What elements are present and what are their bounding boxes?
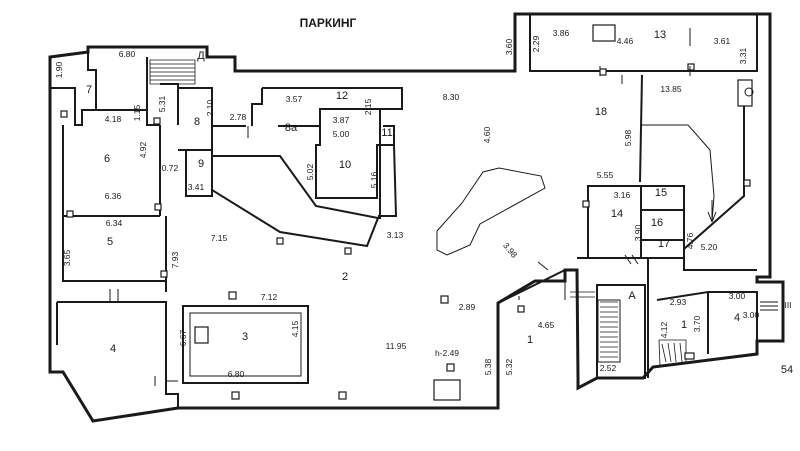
- dimension-d18: 5.02: [305, 163, 315, 180]
- plan-title: ПАРКИНГ: [300, 16, 357, 30]
- interior-walls: [50, 14, 758, 409]
- dimension-d51: 3.70: [692, 315, 702, 332]
- stair-hatching: [149, 59, 687, 367]
- dimension-d23: 7.93: [170, 251, 180, 268]
- dimension-d16: 3.87: [333, 115, 350, 125]
- room-number-r3: 3: [242, 331, 248, 343]
- dimension-d29: 6.80: [228, 369, 245, 379]
- room-number-r4a: 4: [110, 343, 116, 355]
- dimension-d26: 7.12: [261, 292, 278, 302]
- dimension-d50: 4.12: [659, 321, 669, 338]
- dimension-d32: 2.89: [459, 302, 476, 312]
- dimension-d11: 2.10: [205, 99, 215, 116]
- dimension-d30: 11.95: [386, 341, 407, 351]
- room-number-r13: 13: [654, 29, 666, 41]
- dimension-d20: 8.30: [443, 92, 460, 102]
- dimension-d28: 6.67: [178, 329, 188, 346]
- dimension-d52: 3.00: [729, 291, 746, 301]
- dimension-d21: 4.60: [482, 126, 492, 143]
- dimension-d41: 3.31: [738, 47, 748, 64]
- dimension-d47: 4.76: [685, 232, 695, 249]
- dimension-d19: 5.16: [369, 171, 379, 188]
- dimension-d49: 2.93: [670, 297, 687, 307]
- dimension-d35: 4.65: [538, 320, 555, 330]
- dimension-d4: 1.15: [132, 104, 142, 121]
- room-number-r12: 12: [336, 90, 348, 102]
- dimension-d36: 3.60: [504, 38, 514, 55]
- dimension-d5: 4.18: [105, 114, 122, 124]
- dimension-d45: 3.16: [614, 190, 631, 200]
- room-number-r1: 1: [527, 334, 533, 346]
- dimension-d1: 6.80: [119, 49, 136, 59]
- room-number-r6: 6: [104, 153, 110, 165]
- dimension-d33: 5.38: [483, 358, 493, 375]
- dimension-d40: 3.61: [714, 36, 731, 46]
- dimension-d7: 0.72: [162, 163, 179, 173]
- dimension-d34: 5.32: [504, 358, 514, 375]
- dimension-d15: 2.15: [363, 98, 373, 115]
- dimension-d22: 7.15: [211, 233, 228, 243]
- dimension-d31: h-2.49: [435, 348, 459, 358]
- dimension-d53: 3.00: [743, 310, 760, 320]
- room-number-r15: 15: [655, 187, 667, 199]
- dimension-d42: 13.85: [660, 84, 682, 94]
- dimension-d10: 3.65: [62, 249, 72, 266]
- dimension-d48: 5.20: [701, 242, 718, 252]
- dimension-d14: 3.57: [286, 94, 303, 104]
- dimension-d3: 5.31: [157, 95, 167, 112]
- room-number-r18: 18: [595, 106, 607, 118]
- dimension-d44: 5.55: [597, 170, 614, 180]
- sheet-number: 54: [781, 364, 793, 376]
- dimension-d8: 6.36: [105, 191, 122, 201]
- room-number-r1b: 1: [681, 319, 687, 331]
- dimension-d54: 2.52: [600, 363, 617, 373]
- room-number-r8a: 8a: [285, 122, 298, 134]
- dimension-d39: 4.46: [617, 36, 634, 46]
- room-number-r11: 11: [381, 127, 392, 139]
- outer-walls: [48, 12, 785, 423]
- dimension-d9: 6.34: [106, 218, 123, 228]
- room-number-r14: 14: [611, 208, 623, 220]
- room-number-r9: 9: [198, 158, 204, 170]
- dimension-d38: 3.86: [553, 28, 570, 38]
- dimension-labels: 6.80 1.90 5.31 1.15 4.18 4.92 0.72 6.36 6.34 3.65…: [54, 28, 760, 379]
- dimension-d13: 3.41: [188, 182, 205, 192]
- room-number-r8: 8: [194, 116, 200, 128]
- dimension-d12: 2.78: [230, 112, 247, 122]
- dimension-d27: 4.15: [290, 320, 300, 337]
- room-number-r7: 7: [86, 84, 92, 96]
- roman-mark: III: [784, 300, 791, 310]
- dimension-d37: 2.29: [531, 35, 541, 52]
- room-number-r10: 10: [339, 159, 351, 171]
- dimension-d46: 3.90: [633, 224, 643, 241]
- room-number-r17: 17: [658, 238, 670, 250]
- room-number-r5: 5: [107, 236, 113, 248]
- door-marks: [109, 28, 778, 386]
- room-number-r2: 2: [342, 271, 348, 283]
- room-number-rA: А: [628, 290, 636, 302]
- dimension-d25: 3.98: [501, 241, 519, 260]
- room-number-rD: Д: [197, 50, 205, 62]
- dimension-d2: 1.90: [54, 61, 64, 78]
- columns: [60, 24, 753, 401]
- dimension-d17: 5.00: [333, 129, 350, 139]
- room-number-r16: 16: [651, 217, 663, 229]
- dimension-d43: 5.98: [623, 129, 633, 146]
- dimension-d24: 3.13: [387, 230, 404, 240]
- room-number-r4b: 4: [734, 312, 740, 324]
- dimension-d6: 4.92: [138, 141, 148, 158]
